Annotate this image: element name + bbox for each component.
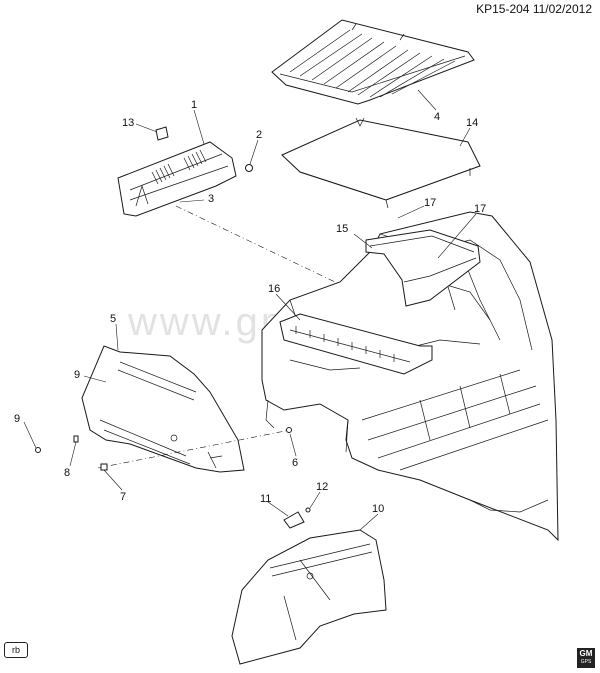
part-12-fastener bbox=[305, 507, 311, 513]
callout-10: 10 bbox=[372, 503, 384, 515]
part-6-fastener bbox=[286, 427, 292, 433]
callout-8: 8 bbox=[64, 467, 70, 479]
callout-3: 3 bbox=[208, 193, 214, 205]
part-10-right-quarter-trim bbox=[231, 529, 387, 665]
gm-logo-bottom: GPS bbox=[580, 659, 592, 665]
callout-6: 6 bbox=[292, 457, 298, 469]
callout-13: 13 bbox=[122, 117, 134, 129]
part-4-trim-panel bbox=[271, 19, 475, 105]
part-11-handle bbox=[283, 511, 305, 529]
part-15-bracket bbox=[365, 229, 481, 307]
callout-11: 11 bbox=[260, 493, 271, 505]
gm-logo-top: GM bbox=[579, 649, 593, 658]
callout-9a: 9 bbox=[74, 369, 80, 381]
callout-7: 7 bbox=[120, 491, 126, 503]
callout-16: 16 bbox=[268, 283, 280, 295]
callout-2: 2 bbox=[256, 129, 262, 141]
part-5-left-quarter-trim bbox=[81, 345, 245, 473]
callout-12: 12 bbox=[316, 481, 328, 493]
callout-1: 1 bbox=[191, 99, 197, 111]
footer-tag: rb bbox=[4, 642, 28, 658]
part-14-shelf-cover bbox=[281, 117, 481, 209]
part-9-fastener bbox=[35, 447, 41, 453]
callout-4: 4 bbox=[434, 111, 440, 123]
part-16-tray bbox=[279, 313, 433, 375]
vehicle-rear-body bbox=[261, 211, 559, 542]
part-3-alignment-line bbox=[175, 205, 357, 293]
part-13-clip bbox=[155, 126, 169, 141]
callout-9b: 9 bbox=[14, 413, 20, 425]
diagram-header: KP15-204 11/02/2012 bbox=[476, 2, 592, 16]
callout-14: 14 bbox=[466, 117, 478, 129]
gm-logo: GM GPS bbox=[577, 648, 595, 668]
part-7-clip bbox=[100, 463, 108, 471]
part-1-trim-panel bbox=[117, 141, 237, 217]
callout-15: 15 bbox=[336, 223, 348, 235]
diagram-date: 11/02/2012 bbox=[532, 2, 592, 16]
callout-17a: 17 bbox=[424, 197, 436, 209]
part-8-clip bbox=[73, 435, 79, 443]
part-2-fastener bbox=[245, 164, 253, 172]
callout-17b: 17 bbox=[474, 203, 486, 215]
callout-5: 5 bbox=[110, 313, 116, 325]
diagram-code: KP15-204 bbox=[476, 2, 530, 16]
